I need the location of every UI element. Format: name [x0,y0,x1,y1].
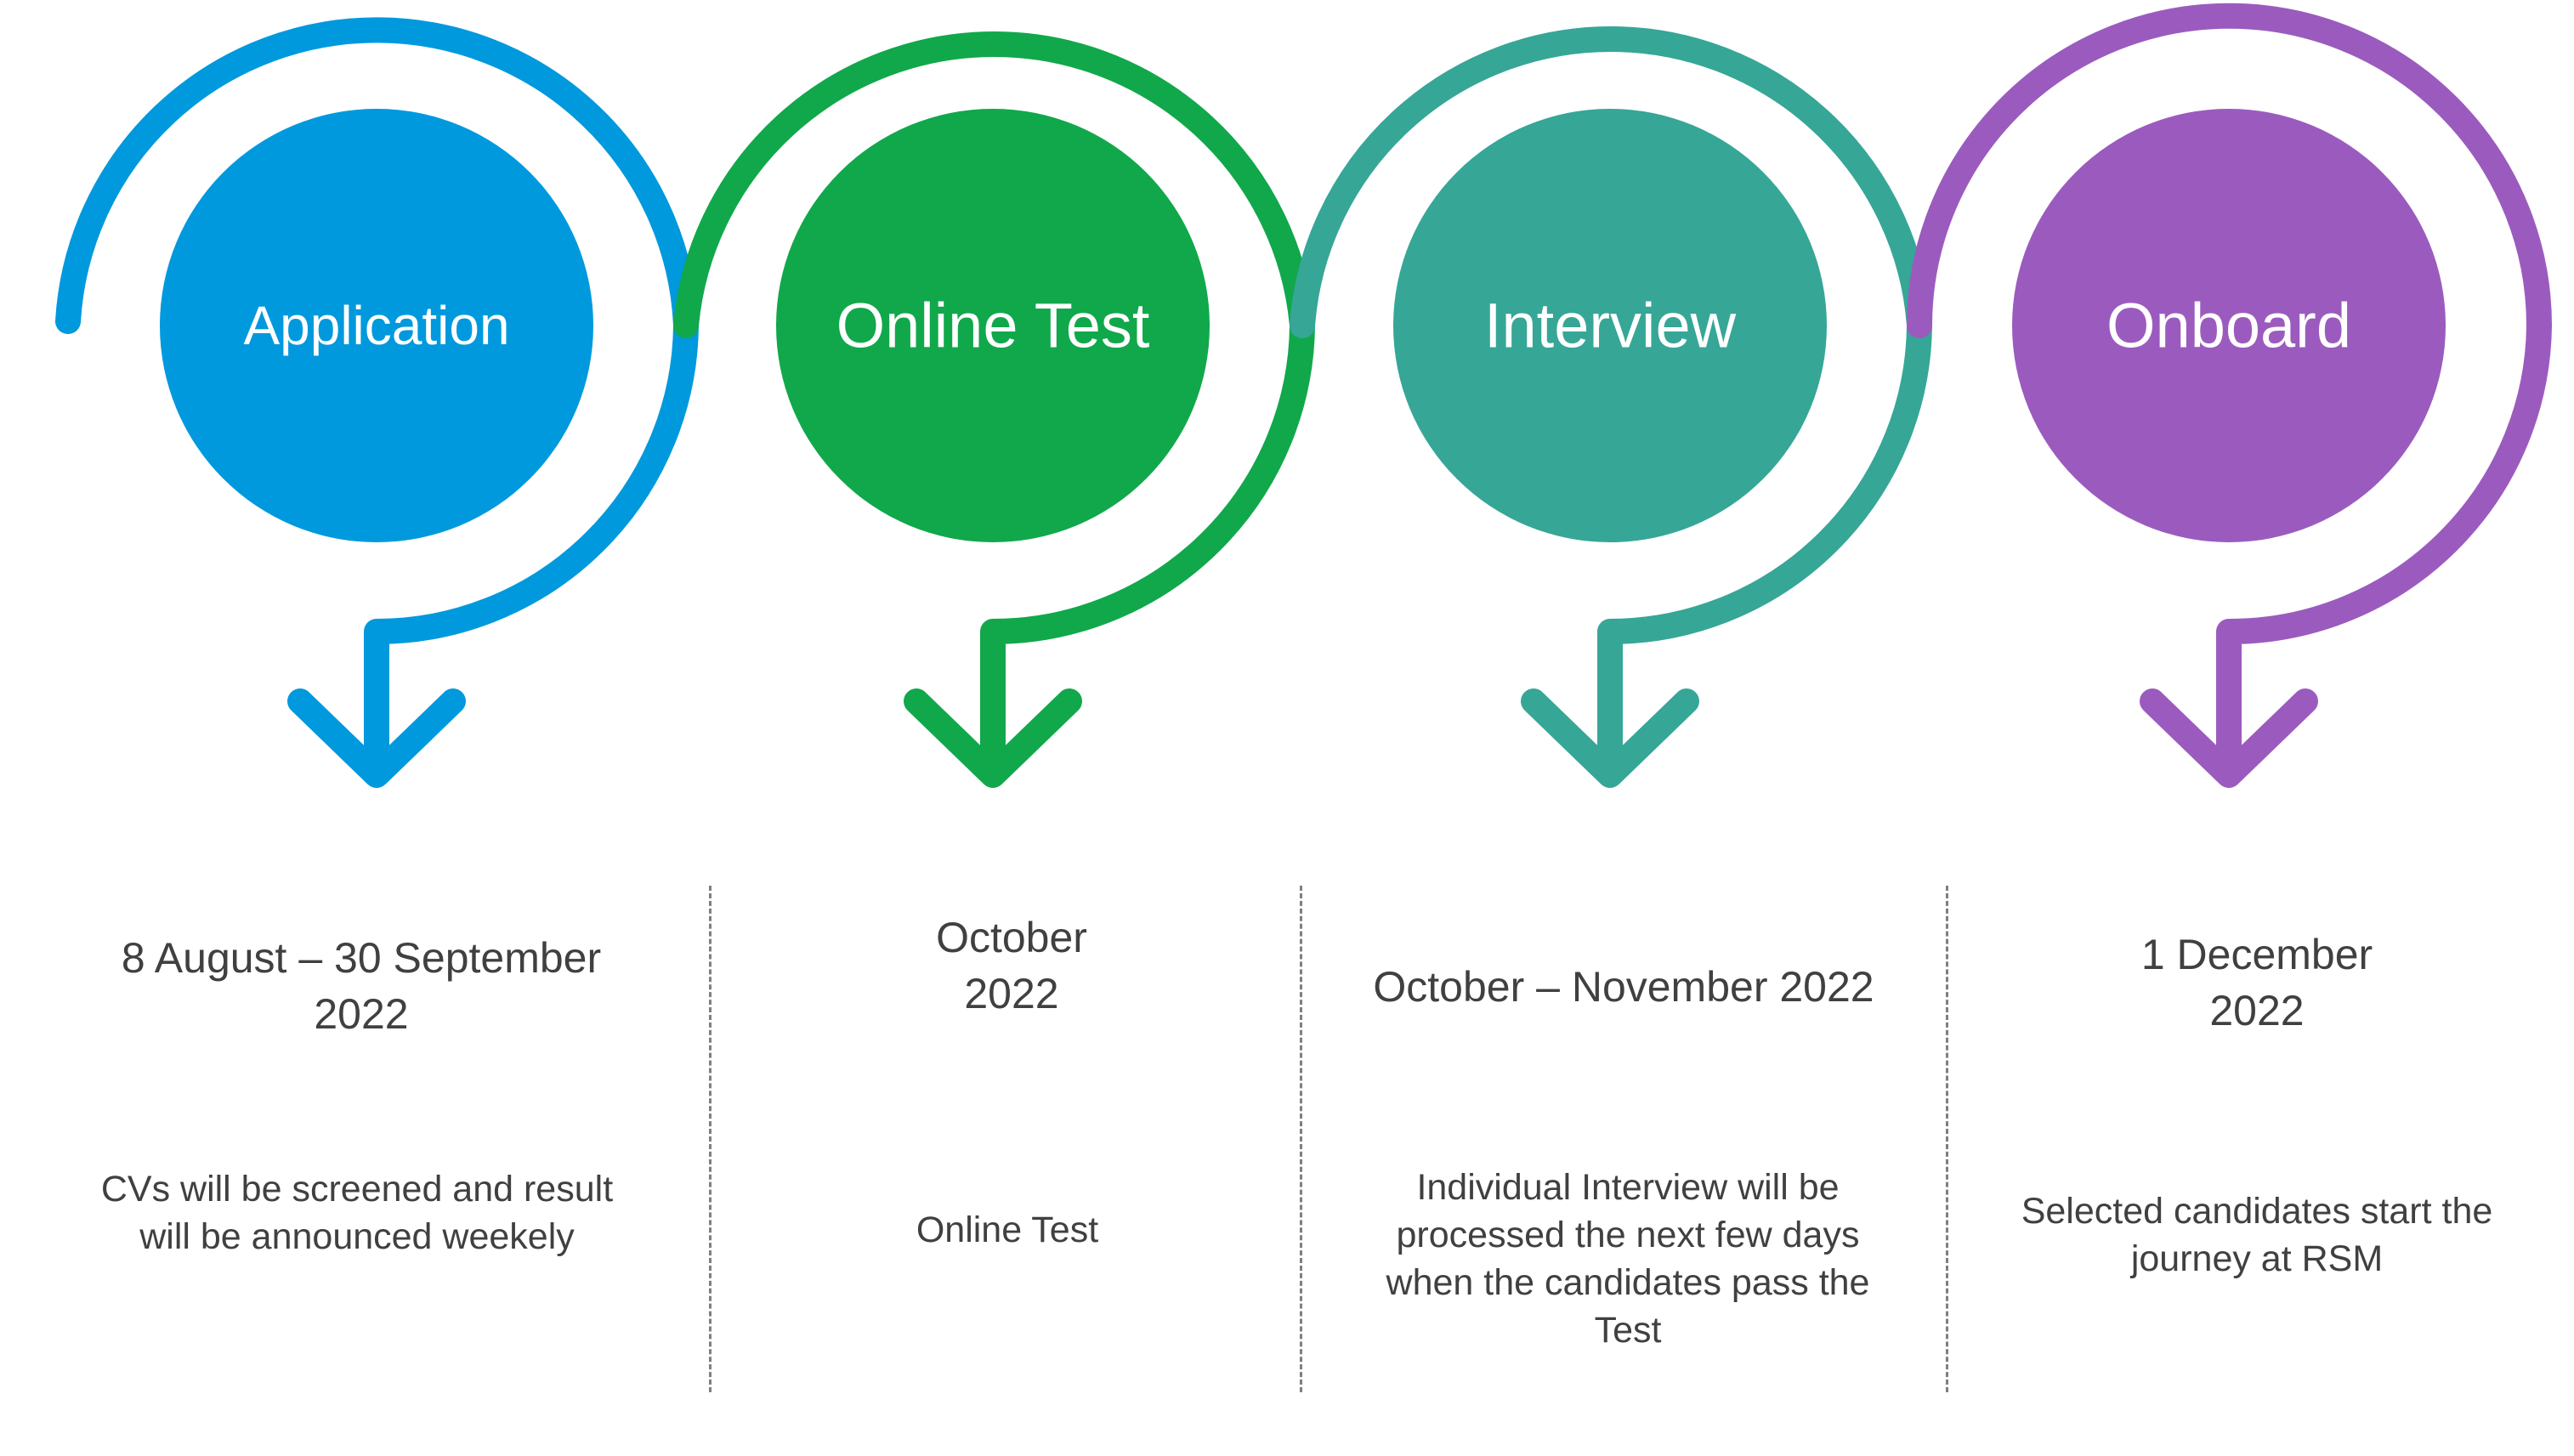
onboard-title: Onboard [2106,291,2351,361]
interview-description: Individual Interview will be processed t… [1326,1164,1930,1354]
step-online-test: Online Test [673,31,1315,788]
interview-desc-line-3: when the candidates pass the [1386,1262,1870,1303]
onboard-desc-line-2: journey at RSM [2130,1238,2384,1279]
interview-desc-line-1: Individual Interview will be [1416,1167,1840,1208]
online-test-date-line-2: 2022 [964,970,1059,1017]
divider-3 [1946,886,1948,1392]
application-date-line-1: 8 August – 30 September [121,934,602,982]
online-test-title: Online Test [836,291,1150,361]
application-date: 8 August – 30 September 2022 [17,930,706,1042]
application-desc-line-2: will be announced weekely [139,1216,575,1257]
application-title: Application [243,295,509,356]
onboard-date-line-1: 1 December [2140,931,2373,978]
onboard-description: Selected candidates start the journey at… [1951,1187,2563,1283]
online-test-swirl-arrow [673,31,1315,786]
interview-circle [1393,109,1827,542]
step-interview: Interview [1290,26,1932,788]
application-circle [160,109,593,542]
online-test-date: October 2022 [714,909,1309,1022]
interview-swirl-arrow [1290,26,1932,786]
application-swirl-arrow [55,17,699,786]
online-test-circle [776,109,1210,542]
application-date-line-2: 2022 [314,990,409,1038]
interview-arrowhead-icon [1521,688,1699,788]
step-onboard: Onboard [1907,3,2552,788]
step-application: Application [55,17,699,788]
onboard-circle [2012,109,2446,542]
onboard-arrowhead-icon [2140,688,2318,788]
onboard-date-line-2: 2022 [2209,987,2305,1034]
online-test-date-line-1: October [936,914,1087,961]
onboard-date: 1 December 2022 [1951,926,2563,1039]
online-test-arrowhead-icon [904,688,1082,788]
application-desc-line-1: CVs will be screened and result [100,1169,614,1210]
onboard-swirl-arrow [1907,3,2552,786]
interview-date: October – November 2022 [1305,959,1942,1015]
interview-desc-line-2: processed the next few days [1396,1215,1860,1255]
onboard-desc-line-1: Selected candidates start the [2021,1191,2493,1232]
interview-date-line-1: October – November 2022 [1373,963,1874,1011]
application-arrowhead-icon [287,688,466,788]
interview-desc-line-4: Test [1594,1310,1662,1351]
interview-title: Interview [1484,291,1737,361]
online-test-description: Online Test [714,1206,1301,1254]
divider-2 [1300,886,1302,1392]
online-test-desc-line-1: Online Test [916,1210,1099,1250]
divider-1 [709,886,712,1392]
application-description: CVs will be screened and result will be … [17,1165,697,1261]
